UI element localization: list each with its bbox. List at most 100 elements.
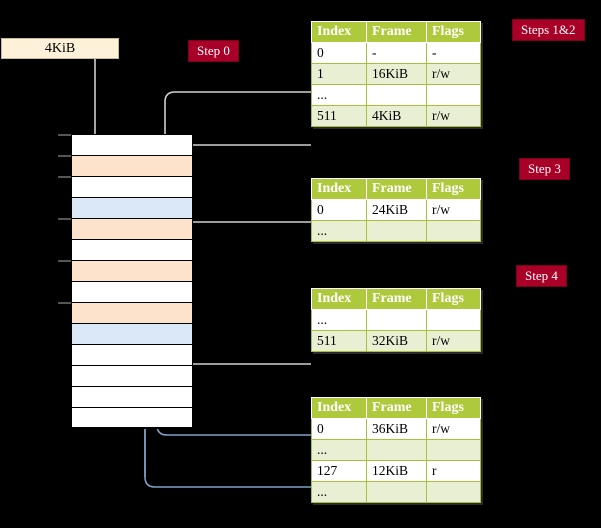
table-cell (366, 309, 427, 331)
column-header-index: Index (311, 178, 367, 200)
table-row: 0-- (311, 42, 481, 64)
table-cell (426, 84, 481, 106)
table-cell: ... (311, 84, 367, 106)
column-header-flags: Flags (426, 178, 481, 200)
table-cell: ... (311, 439, 367, 461)
table-cell: r/w (426, 199, 481, 221)
table-cell (426, 481, 481, 503)
table-cell: r (426, 460, 481, 482)
memory-frame-row (72, 239, 192, 260)
table-row: ... (311, 309, 481, 331)
memory-frame-row (72, 344, 192, 365)
column-header-flags: Flags (426, 288, 481, 310)
table-cell: 0 (311, 199, 367, 221)
table-cell: r/w (426, 330, 481, 352)
wire-step3 (177, 221, 311, 292)
column-header-frame: Frame (366, 178, 427, 200)
table-cell: 511 (311, 330, 367, 352)
physical-memory-column (71, 134, 193, 429)
table-cell: ... (311, 481, 367, 503)
table-cell: - (366, 42, 427, 64)
table-cell: 16KiB (366, 63, 427, 85)
memory-tick (58, 302, 71, 304)
memory-frame-row (72, 407, 192, 428)
table-cell: 4KiB (366, 105, 427, 127)
memory-tick (58, 155, 71, 157)
memory-frame-row (72, 197, 192, 218)
memory-frame-row (72, 155, 192, 176)
column-header-index: Index (311, 397, 367, 419)
memory-frame-row (72, 302, 192, 323)
step-label-steps-1-2: Steps 1&2 (512, 19, 585, 41)
column-header-frame: Frame (366, 21, 427, 43)
table-cell: r/w (426, 105, 481, 127)
table-cell: 36KiB (366, 418, 427, 440)
column-header-frame: Frame (366, 397, 427, 419)
table-cell (426, 220, 481, 242)
table-cell: 0 (311, 418, 367, 440)
source-page-box: 4KiB (1, 38, 119, 59)
table-cell: 24KiB (366, 199, 427, 221)
memory-frame-row (72, 260, 192, 281)
table-cell: 0 (311, 42, 367, 64)
step-label-step-0: Step 0 (188, 40, 239, 62)
memory-frame-row (72, 281, 192, 302)
column-header-index: Index (311, 21, 367, 43)
memory-tick (58, 218, 71, 220)
memory-frame-row (72, 386, 192, 407)
step-label-step-4: Step 4 (516, 265, 567, 287)
table-cell: ... (311, 220, 367, 242)
memory-tick (58, 176, 71, 178)
table-cell: 12KiB (366, 460, 427, 482)
table-cell: - (426, 42, 481, 64)
table-cell (366, 84, 427, 106)
table-cell: ... (311, 309, 367, 331)
memory-tick (58, 260, 71, 262)
step-label-step-3: Step 3 (519, 158, 570, 180)
table-row: ... (311, 481, 481, 503)
wire-step4 (174, 301, 311, 365)
column-header-frame: Frame (366, 288, 427, 310)
memory-frame-row (72, 365, 192, 386)
table-cell: 511 (311, 105, 367, 127)
column-header-flags: Flags (426, 397, 481, 419)
table-cell (366, 220, 427, 242)
table-row: ... (311, 84, 481, 106)
table-cell (426, 309, 481, 331)
table-cell: 32KiB (366, 330, 427, 352)
table-cell (366, 481, 427, 503)
table-cell: r/w (426, 63, 481, 85)
table-cell (426, 439, 481, 461)
table-row: ... (311, 439, 481, 461)
table-cell: 127 (311, 460, 367, 482)
table-row: ... (311, 220, 481, 242)
memory-frame-row (72, 218, 192, 239)
memory-frame-row (72, 134, 192, 155)
column-header-flags: Flags (426, 21, 481, 43)
memory-frame-row (72, 176, 192, 197)
table-cell: r/w (426, 418, 481, 440)
memory-frame-row (72, 323, 192, 344)
column-header-index: Index (311, 288, 367, 310)
table-cell (366, 439, 427, 461)
memory-tick (58, 134, 71, 136)
